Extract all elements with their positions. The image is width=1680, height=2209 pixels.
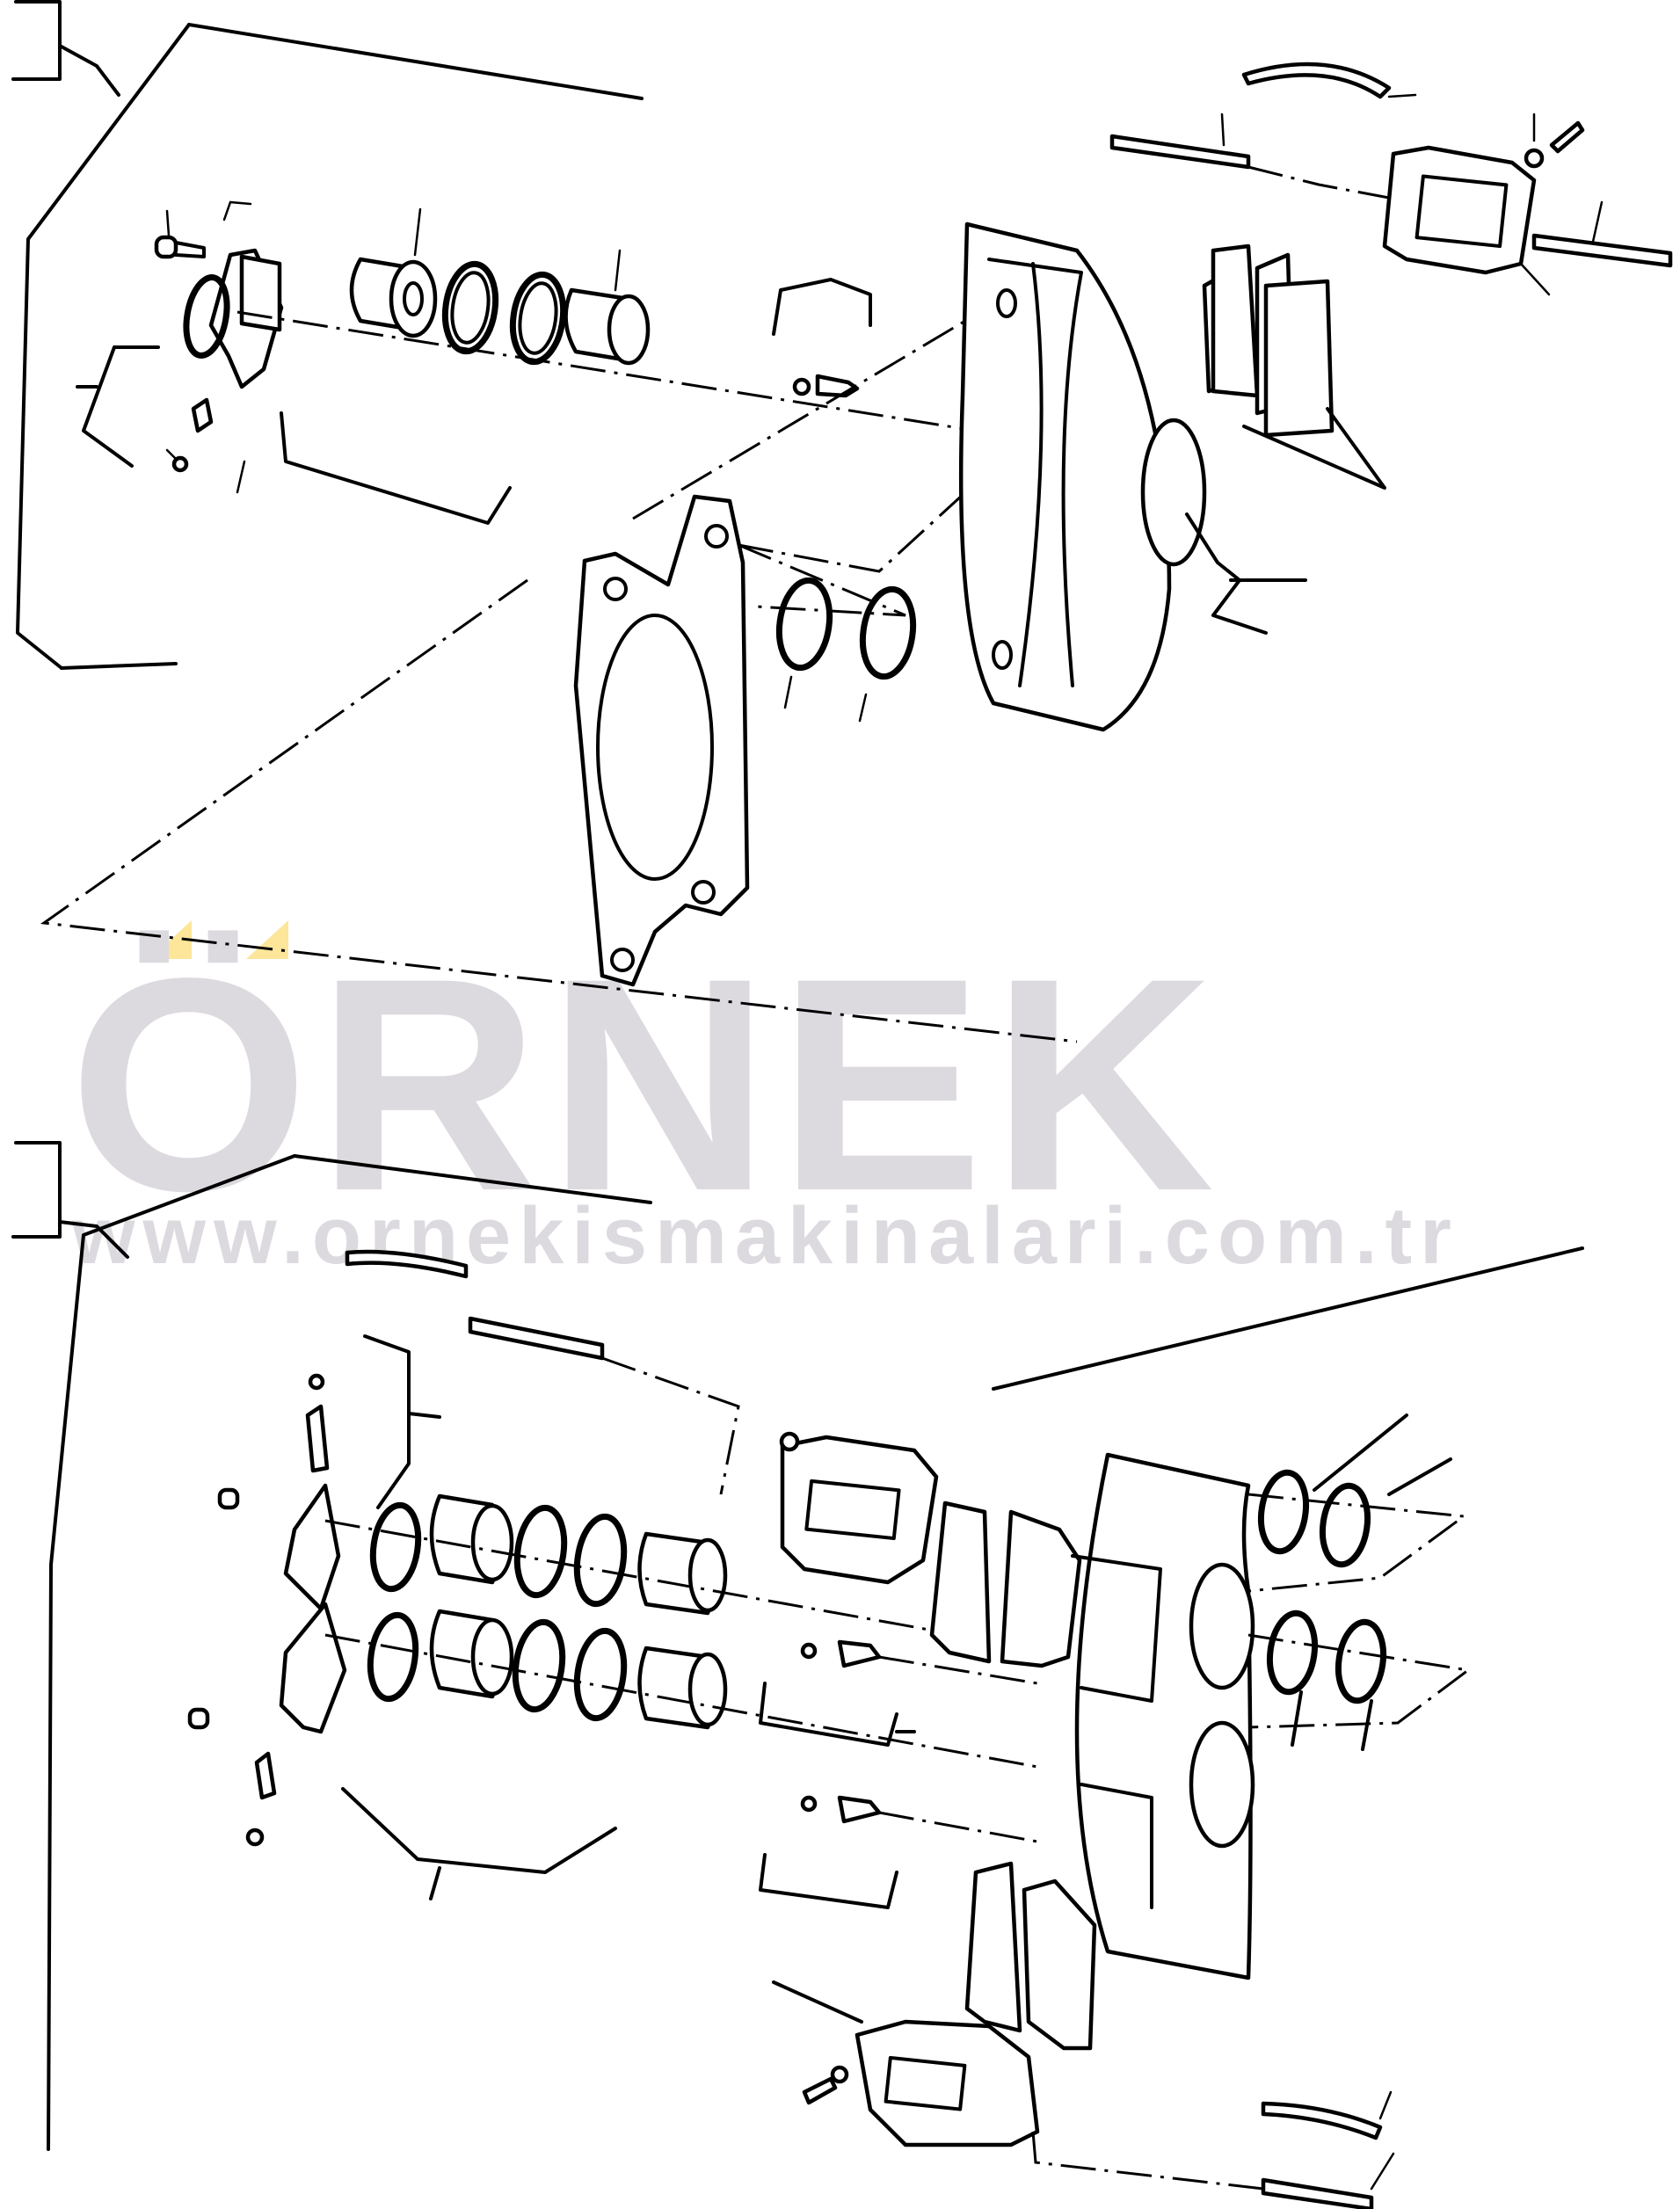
leader-bracket — [759, 1682, 916, 1747]
caliper-seal-ring — [775, 577, 833, 672]
caliper-seal-ring — [1257, 1469, 1310, 1555]
screw-axis — [878, 1655, 1038, 1685]
nut-icon — [800, 1795, 818, 1813]
bolt-icon — [187, 1707, 210, 1730]
seal-ring — [509, 271, 567, 366]
caliper-seal-ring — [1335, 1618, 1387, 1704]
retaining-pin — [1109, 134, 1251, 170]
lower-assembly — [11, 1141, 1584, 2209]
seal-ring — [513, 1504, 568, 1599]
seal-ring — [573, 1627, 628, 1722]
seal-axis — [738, 543, 906, 617]
caliper-body — [958, 222, 1207, 732]
caliper-seal-ring — [1319, 1482, 1371, 1568]
retaining-ring — [369, 1501, 422, 1593]
bleed-screw-icon — [254, 1751, 277, 1800]
leader-line — [58, 44, 120, 97]
bleed-screw-icon — [165, 397, 214, 473]
piston — [239, 254, 438, 338]
assembly-bracket-bottom — [11, 1141, 62, 1239]
nut-icon — [308, 1373, 325, 1391]
piston-axis — [324, 1519, 959, 1637]
group-outline — [47, 1154, 296, 2151]
leader-line — [772, 1980, 863, 2024]
caliper-seal-ring — [859, 585, 917, 680]
brake-pad-lower-1 — [964, 1861, 1022, 2033]
pad-cover-plate — [1382, 145, 1551, 296]
piston-cover-plate-upper — [283, 1483, 341, 1611]
assembly-axis — [236, 310, 977, 432]
watermark-url: www.ornekismakinalari.com.tr — [72, 1191, 1459, 1281]
watermark-brand: ÖRNEK — [69, 916, 1222, 1254]
pin-axis — [1247, 165, 1390, 200]
pin-axis — [601, 1356, 740, 1495]
spring-clip — [1261, 2101, 1383, 2140]
pad-cover-plate-lower — [802, 2019, 1040, 2147]
nut-icon — [800, 1642, 818, 1660]
seal-axis — [738, 473, 986, 573]
piston-sleeve — [564, 287, 651, 366]
mounting-bracket — [573, 494, 750, 987]
brake-pad-upper-1 — [929, 1501, 992, 1664]
retaining-ring — [183, 274, 230, 359]
leader-line — [222, 200, 252, 222]
seal-ring — [512, 1618, 566, 1713]
leader-bracket — [341, 1787, 617, 1900]
group-outline — [16, 23, 191, 670]
piston-cover-plate-lower — [279, 1602, 347, 1734]
group-outline — [60, 662, 178, 670]
caliper-seal-ring — [1266, 1610, 1319, 1696]
retaining-pin — [1531, 233, 1673, 268]
retaining-pin — [1261, 2177, 1374, 2209]
leader-bracket — [759, 1853, 898, 1909]
leader-bracket — [280, 411, 512, 525]
seal-ring — [573, 1513, 628, 1608]
group-outline — [293, 1154, 652, 1204]
bracket-axis — [632, 297, 1003, 520]
leader-line — [1291, 1413, 1452, 1751]
leader-line — [58, 1220, 129, 1259]
brake-pad-pair — [1202, 243, 1386, 490]
leader-bracket — [76, 345, 160, 468]
seal-ring — [441, 260, 499, 355]
bolt-with-washer-icon — [1524, 113, 1585, 169]
group-outline — [187, 23, 644, 100]
nut-icon — [245, 1828, 265, 1847]
bolt-icon — [217, 1487, 240, 1510]
seal-axis — [1247, 1493, 1468, 1593]
seal-axis — [1247, 1633, 1472, 1729]
bleed-screw-icon — [305, 1404, 330, 1473]
caliper-body-lower — [1071, 1452, 1255, 1980]
assembly-bracket-top — [11, 0, 62, 81]
retaining-pin — [468, 1316, 605, 1361]
bleed-screw-icon — [837, 1795, 882, 1824]
bleed-screw-icon — [837, 1639, 882, 1668]
group-outline — [992, 1246, 1584, 1391]
pin-axis — [1031, 2131, 1264, 2191]
screw-axis — [878, 1811, 1038, 1843]
piston-axis — [324, 1633, 1038, 1769]
bracket-axis — [40, 578, 1078, 1043]
pad-cover-plate-upper — [779, 1431, 939, 1585]
leader-line — [1185, 512, 1307, 635]
brake-pad-upper-2 — [1000, 1509, 1082, 1668]
upper-assembly — [11, 0, 1673, 1043]
leader-bracket — [363, 1334, 441, 1509]
brake-pad-lower-2 — [1022, 1878, 1097, 2051]
spring-clip — [345, 1249, 469, 1279]
bleed-screw-icon — [772, 278, 872, 398]
spring-clip — [1241, 62, 1392, 99]
bolt-icon — [154, 209, 206, 259]
retaining-ring — [367, 1611, 419, 1703]
